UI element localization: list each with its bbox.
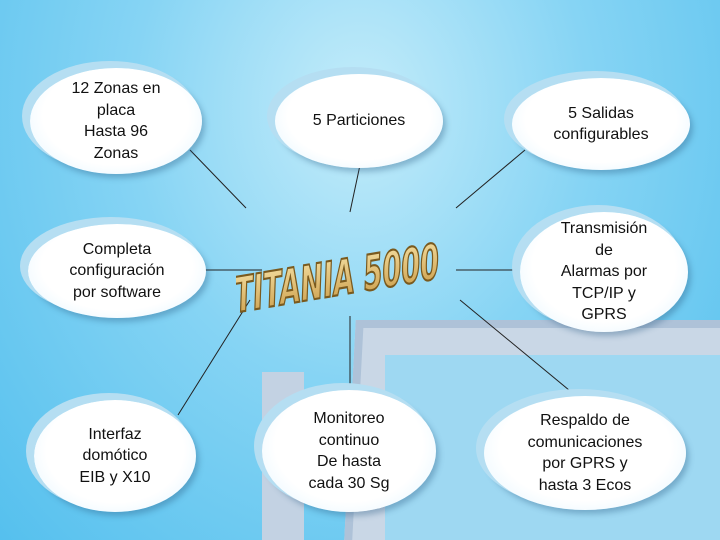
- node-salidas: 5 Salidas configurables: [512, 78, 690, 170]
- node-salidas-label: 5 Salidas configurables: [553, 104, 649, 144]
- connector-zonas: [189, 149, 247, 209]
- titania-logo: TITANIA 5000: [232, 204, 464, 325]
- connector-particiones: [349, 164, 361, 213]
- node-zonas: 12 Zonas en placa Hasta 96 Zonas: [30, 68, 202, 174]
- node-configuracion-label: Completa configuración por software: [69, 240, 165, 301]
- node-interfaz-label: Interfaz domótico EIB y X10: [79, 425, 151, 486]
- connector-respaldo: [459, 299, 576, 396]
- node-particiones-label: 5 Particiones: [312, 112, 406, 130]
- node-respaldo: Respaldo de comunicaciones por GPRS y ha…: [484, 396, 686, 510]
- connector-salidas: [455, 149, 526, 209]
- connector-interfaz: [177, 299, 251, 416]
- node-transmision-label: Transmisión de Alarmas por TCP/IP y GPRS: [560, 220, 648, 324]
- node-transmision: Transmisión de Alarmas por TCP/IP y GPRS: [520, 212, 688, 332]
- node-monitoreo: Monitoreo continuo De hasta cada 30 Sg: [262, 390, 436, 512]
- node-interfaz: Interfaz domótico EIB y X10: [34, 400, 196, 512]
- node-monitoreo-label: Monitoreo continuo De hasta cada 30 Sg: [308, 410, 390, 492]
- node-particiones: 5 Particiones: [275, 74, 443, 168]
- node-configuracion: Completa configuración por software: [28, 224, 206, 318]
- node-zonas-label: 12 Zonas en placa Hasta 96 Zonas: [71, 80, 161, 162]
- node-respaldo-label: Respaldo de comunicaciones por GPRS y ha…: [527, 412, 643, 494]
- logo-text: TITANIA 5000: [236, 232, 440, 316]
